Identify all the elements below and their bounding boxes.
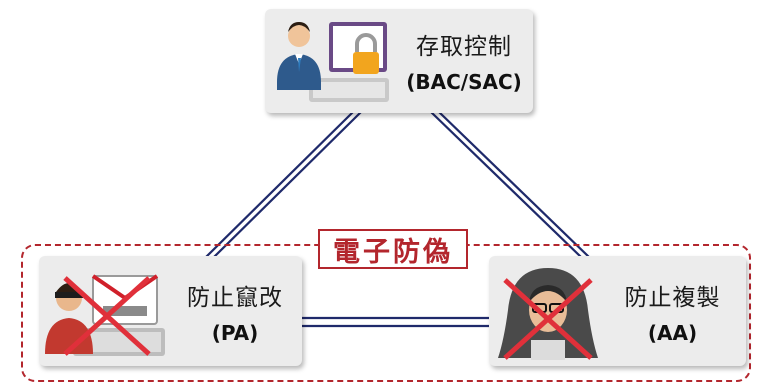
connector-top-right-b [438,111,591,259]
node-right-subtitle: (AA) [647,321,698,345]
node-tamper-prevention: 防止竄改 (PA) [39,256,302,366]
connector-top-left-a [204,111,354,259]
node-top-subtitle: (BAC/SAC) [406,70,522,94]
node-right-title: 防止複製 [624,285,721,311]
node-left-subtitle: (PA) [211,321,259,345]
node-copy-prevention: 防止複製 (AA) [489,256,746,366]
node-top-title: 存取控制 [416,34,512,60]
user-laptop-lock-icon [277,22,389,102]
region-label: 電子防偽 [318,229,468,269]
connector-top-right-a [430,111,583,259]
node-left-title: 防止竄改 [187,285,283,311]
connector-top-left-b [212,111,362,259]
node-access-control: 存取控制 (BAC/SAC) [265,9,533,113]
hacker-crossed-icon [498,268,598,360]
tampering-crossed-icon [45,274,165,356]
